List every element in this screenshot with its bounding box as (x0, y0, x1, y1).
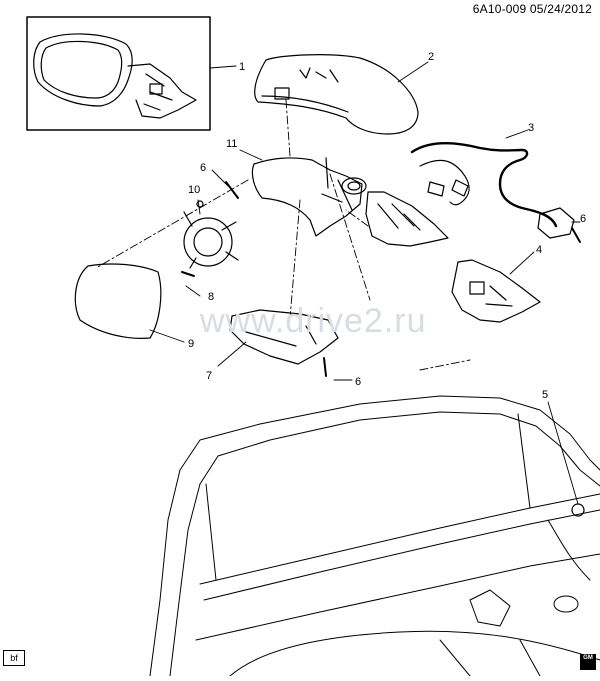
screws (181, 181, 581, 377)
callout-6c: 6 (355, 376, 361, 388)
callout-5: 5 (542, 389, 548, 401)
callout-1: 1 (239, 61, 245, 73)
callout-2: 2 (428, 51, 434, 63)
door-frame (149, 395, 600, 677)
alignment-guides (95, 99, 471, 371)
callout-9: 9 (188, 338, 194, 350)
callout-7: 7 (206, 370, 212, 382)
callout-labels: 1 2 3 4 5 6 6 6 7 8 9 10 11 (188, 51, 586, 401)
assembly-inset-box (26, 16, 211, 131)
callout-8: 8 (208, 291, 214, 303)
actuator-motor (183, 200, 239, 269)
lower-cover (229, 309, 339, 365)
mirror-actuator (251, 157, 367, 237)
diagram-id-date: 6A10-009 05/24/2012 (472, 2, 592, 16)
mirror-housing-cover (254, 54, 419, 135)
corner-tag: bf (3, 650, 25, 666)
callout-3: 3 (528, 122, 534, 134)
gm-logo: GM (580, 654, 596, 670)
callout-6b: 6 (580, 213, 586, 225)
callout-11: 11 (226, 138, 237, 150)
mirror-base-gasket (451, 259, 541, 323)
callout-10: 10 (188, 184, 200, 196)
mirror-assembly-inset (33, 33, 197, 119)
mirror-glass (74, 263, 162, 339)
wiring-harness (410, 142, 575, 239)
callout-4: 4 (536, 244, 542, 256)
callout-6a: 6 (200, 162, 206, 174)
leader-lines (149, 61, 581, 505)
mirror-base-upper (365, 191, 449, 247)
